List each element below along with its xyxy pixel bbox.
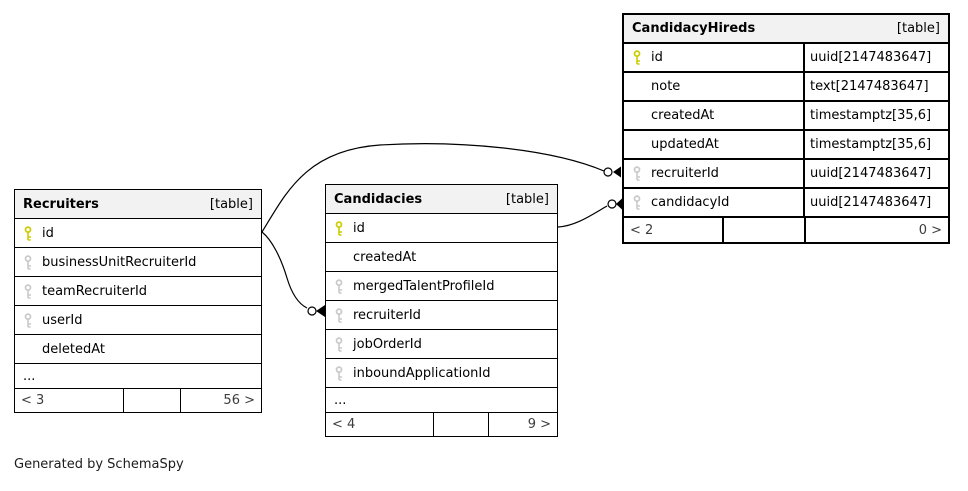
parent-count: < 3 xyxy=(15,389,124,412)
column-row: teamRecruiterId xyxy=(15,277,261,306)
table-title: Recruiters xyxy=(23,196,99,212)
column-row: updatedAt timestamptz[35,6] xyxy=(624,131,948,160)
column-name: deletedAt xyxy=(42,341,105,357)
foreign-key-icon xyxy=(23,312,34,328)
table-node-candidacyhireds[interactable]: CandidacyHireds [table] id uuid[21474836… xyxy=(622,13,950,244)
table-footer: < 2 0 > xyxy=(624,218,948,242)
column-row: createdAt xyxy=(326,243,557,272)
primary-key-icon xyxy=(23,225,34,241)
table-node-recruiters[interactable]: Recruiters [table] id businessUnitRecrui… xyxy=(14,189,262,413)
relationship-curve xyxy=(557,205,608,228)
table-header[interactable]: Recruiters [table] xyxy=(15,190,261,219)
column-row: deletedAt xyxy=(15,335,261,364)
child-count: 9 > xyxy=(527,417,551,432)
table-title: CandidacyHireds xyxy=(632,21,756,36)
zero-many-circle xyxy=(307,306,317,316)
primary-key-icon xyxy=(334,220,345,236)
table-header[interactable]: Candidacies [table] xyxy=(326,185,557,214)
column-row: candidacyId uuid[2147483647] xyxy=(624,189,948,218)
hidden-columns-ellipsis: ... xyxy=(326,388,557,413)
column-name: recruiterId xyxy=(651,166,719,181)
column-type: timestamptz[35,6] xyxy=(803,131,948,158)
no-key-icon xyxy=(23,342,34,357)
column-name: inboundApplicationId xyxy=(353,365,491,381)
column-name: businessUnitRecruiterId xyxy=(42,254,197,270)
parent-count: < 4 xyxy=(326,413,434,436)
column-row: userId xyxy=(15,306,261,335)
foreign-key-icon xyxy=(334,365,345,381)
column-name: id xyxy=(651,50,663,65)
column-row: createdAt timestamptz[35,6] xyxy=(624,102,948,131)
table-tag: [table] xyxy=(209,196,253,212)
generator-note: Generated by SchemaSpy xyxy=(14,457,184,472)
footer-spacer xyxy=(124,389,181,412)
column-name: mergedTalentProfileId xyxy=(353,278,495,294)
column-name: note xyxy=(651,79,681,94)
table-footer: < 3 56 > xyxy=(15,389,261,412)
table-header[interactable]: CandidacyHireds [table] xyxy=(624,15,948,44)
column-name: createdAt xyxy=(651,108,715,123)
foreign-key-icon xyxy=(334,307,345,323)
column-name: candidacyId xyxy=(651,195,730,210)
zero-many-circle xyxy=(607,199,617,209)
table-tag: [table] xyxy=(896,21,940,36)
column-row: mergedTalentProfileId xyxy=(326,272,557,301)
table-node-candidacies[interactable]: Candidacies [table] id createdAt mergedT… xyxy=(325,184,558,437)
foreign-key-icon xyxy=(23,254,34,270)
column-row: id xyxy=(326,214,557,243)
column-row: inboundApplicationId xyxy=(326,359,557,388)
fk-arrowhead-icon xyxy=(316,305,325,317)
no-key-icon xyxy=(632,79,643,94)
zero-many-circle xyxy=(603,167,613,177)
column-name: createdAt xyxy=(353,249,417,265)
hidden-columns-ellipsis: ... xyxy=(15,364,261,389)
column-type: timestamptz[35,6] xyxy=(803,102,948,129)
footer-spacer xyxy=(434,413,489,436)
foreign-key-icon xyxy=(334,336,345,352)
edge-candidacies-id-to-candidacyhireds-candidacyid xyxy=(557,198,622,228)
column-type: uuid[2147483647] xyxy=(803,160,948,187)
no-key-icon xyxy=(632,137,643,152)
column-name: jobOrderId xyxy=(353,336,422,352)
column-row: businessUnitRecruiterId xyxy=(15,248,261,277)
no-key-icon xyxy=(334,250,345,265)
table-tag: [table] xyxy=(505,191,549,207)
column-row: id uuid[2147483647] xyxy=(624,44,948,73)
column-name: teamRecruiterId xyxy=(42,283,148,299)
column-name: updatedAt xyxy=(651,137,719,152)
column-row: jobOrderId xyxy=(326,330,557,359)
column-type: uuid[2147483647] xyxy=(803,189,948,216)
foreign-key-icon xyxy=(23,283,34,299)
column-name: id xyxy=(42,225,54,241)
child-count: 0 > xyxy=(918,222,942,238)
relationship-curve xyxy=(261,231,308,309)
foreign-key-icon xyxy=(334,278,345,294)
column-name: id xyxy=(353,220,365,236)
column-row: recruiterId uuid[2147483647] xyxy=(624,160,948,189)
column-name: recruiterId xyxy=(353,307,421,323)
fk-arrowhead-icon xyxy=(613,166,621,178)
column-type: uuid[2147483647] xyxy=(803,44,948,71)
column-name: userId xyxy=(42,312,83,328)
column-type: text[2147483647] xyxy=(803,73,948,100)
column-row: id xyxy=(15,219,261,248)
child-count: 56 > xyxy=(223,393,255,408)
footer-spacer xyxy=(724,218,806,242)
parent-count: < 2 xyxy=(624,218,724,242)
table-footer: < 4 9 > xyxy=(326,413,557,436)
column-row: note text[2147483647] xyxy=(624,73,948,102)
foreign-key-icon xyxy=(632,195,643,210)
column-row: recruiterId xyxy=(326,301,557,330)
no-key-icon xyxy=(632,108,643,123)
table-title: Candidacies xyxy=(334,191,423,207)
edge-recruiters-id-to-candidacies-recruiterid xyxy=(261,231,325,317)
primary-key-icon xyxy=(632,50,643,65)
foreign-key-icon xyxy=(632,166,643,181)
